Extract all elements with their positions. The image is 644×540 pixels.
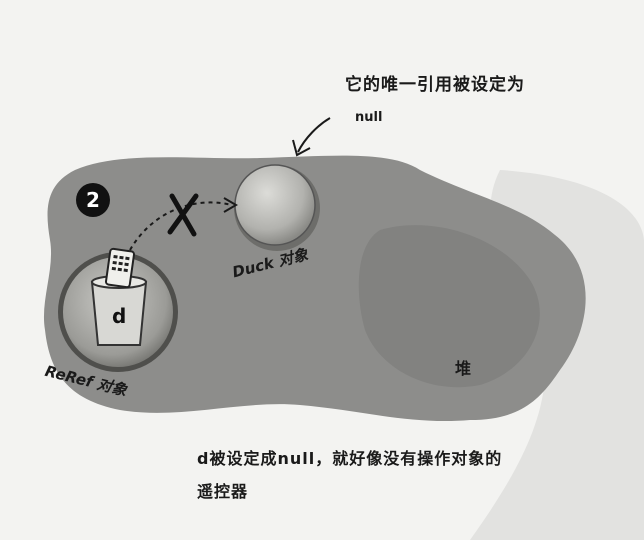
- reference-arrow: [129, 201, 233, 251]
- heap-shading: [358, 225, 540, 388]
- callout-arrow: [297, 117, 331, 153]
- duck-object: [234, 164, 316, 246]
- reference-null-note: 它的唯一引用被设定为: [345, 75, 525, 95]
- step-badge: 2: [76, 183, 110, 217]
- null-word: null: [355, 110, 383, 125]
- cup-icon: [90, 275, 148, 346]
- remote-control-icon: [104, 247, 136, 289]
- remote-letter: d: [112, 304, 127, 328]
- cross-icon: [167, 193, 199, 237]
- caption-line-1: d被设定成null，就好像没有操作对象的: [197, 449, 503, 468]
- arrow-icon: [223, 197, 238, 213]
- caption-line-2: 遥控器: [197, 482, 249, 501]
- heap-label: 堆: [455, 359, 472, 378]
